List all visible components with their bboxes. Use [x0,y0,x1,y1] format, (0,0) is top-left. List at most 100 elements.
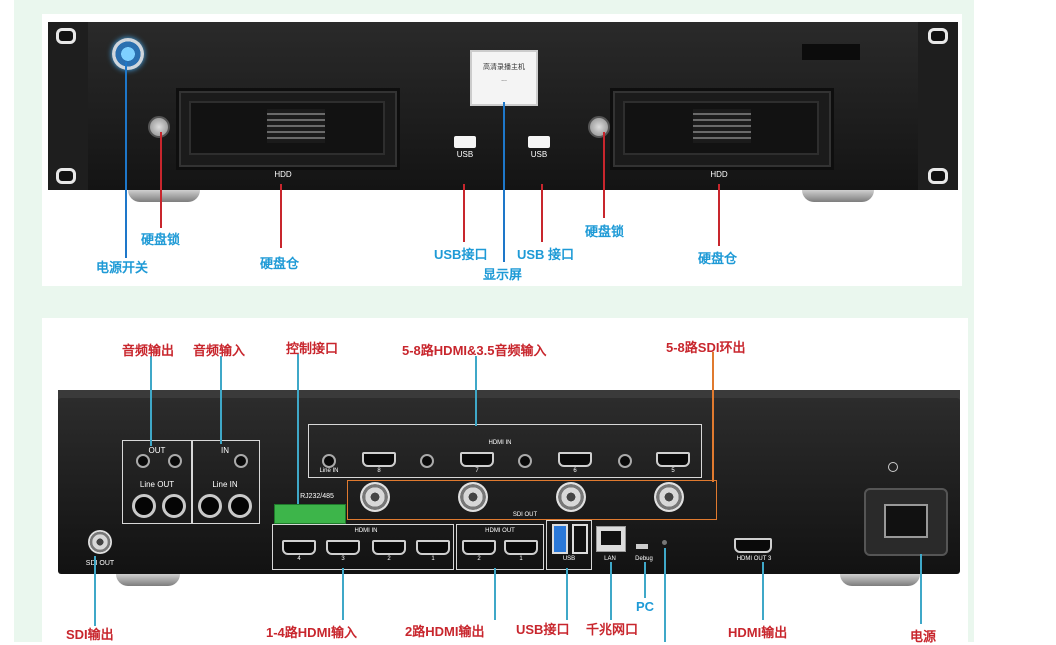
hdmi-num: 7 [475,468,479,474]
hdmi-port-icon[interactable] [460,452,494,467]
mount-hole [56,28,76,44]
usb-box [546,520,592,570]
line-in-jack-icon[interactable] [618,454,632,468]
disk-lock-left-icon[interactable] [148,116,170,138]
hdmi-port-icon[interactable] [362,452,396,467]
audio-in-box [192,440,260,524]
mount-hole [928,28,948,44]
out-label: OUT [148,446,166,455]
usb-label-right: USB [530,150,548,159]
usb2-port-icon[interactable] [572,524,588,554]
lan-port-icon[interactable] [596,526,626,552]
usb-port-right-icon[interactable] [528,136,550,148]
hdmi-port-icon[interactable] [462,540,496,555]
sdi-output-bnc-icon[interactable] [88,530,112,554]
hdmi-port-icon[interactable] [326,540,360,555]
line-out-jack-icon[interactable] [132,494,156,518]
rack-ear-right [918,22,958,190]
line-in-jack-icon[interactable] [198,494,222,518]
line-in-jack-icon[interactable] [228,494,252,518]
callout-line [297,354,299,504]
callout-line [664,548,666,642]
hdmi-port-icon[interactable] [504,540,538,555]
hdmi-num: 3 [341,556,345,562]
usb-rear-label: USB [562,556,576,562]
mount-hole [928,168,948,184]
front-slot [802,44,860,60]
label-gigabit-lan: 千兆网口 [586,622,639,637]
audio-jack-icon[interactable] [136,454,150,468]
callout-line [566,568,568,620]
rack-ear-left [48,22,88,190]
usb-port-left-icon[interactable] [454,136,476,148]
hdmi-in-bottom-label: HDMI IN [354,528,378,534]
line-in-jack-icon[interactable] [420,454,434,468]
hdd-label-left: HDD [274,170,292,179]
audio-jack-icon[interactable] [234,454,248,468]
hdmi-port-icon[interactable] [416,540,450,555]
hdmi-1-4-box [272,524,454,570]
label-control-port: 控制接口 [286,341,339,356]
label-disk-lock-left: 硬盘锁 [141,232,181,247]
hdmi-num: 4 [297,556,301,562]
hdd-bay-left[interactable] [176,88,400,170]
hdmi-port-icon[interactable] [656,452,690,467]
hdd-bay-right[interactable] [610,88,834,170]
callout-line [644,562,646,598]
vent-icon [267,109,325,143]
callout-line [94,556,96,626]
label-power-switch: 电源开关 [96,260,149,275]
ground-icon [888,462,898,472]
bnc-connector-icon[interactable] [556,482,586,512]
hdmi-num: 2 [387,556,391,562]
usb3-port-icon[interactable] [552,524,568,554]
disk-lock-right-icon[interactable] [588,116,610,138]
hdmi-out3-label: HDMI OUT 3 [736,556,772,562]
label-hdmi-2-out: 2路HDMI输出 [405,624,485,639]
label-usb-left: USB接口 [434,247,488,262]
callout-line [920,554,922,624]
label-display: 显示屏 [483,267,523,282]
line-in-jack-icon[interactable] [518,454,532,468]
sdi-out-left-label: SDI OUT [85,560,115,567]
bnc-connector-icon[interactable] [458,482,488,512]
control-terminal[interactable] [274,504,346,524]
power-button-icon[interactable] [112,38,144,70]
hdmi-5-8-box [308,424,702,478]
callout-line [503,102,505,262]
hdmi-port-icon[interactable] [372,540,406,555]
debug-port-icon[interactable] [636,544,648,549]
hdmi-num: 1 [519,556,523,562]
hdmi-port-icon[interactable] [734,538,772,553]
hdmi-port-icon[interactable] [282,540,316,555]
audio-out-box [122,440,192,524]
callout-line [762,562,764,620]
line-out-label: Line OUT [139,480,175,489]
label-hdmi-out: HDMI输出 [728,625,788,640]
audio-jack-icon[interactable] [168,454,182,468]
label-disk-lock-right: 硬盘锁 [585,224,625,239]
callout-line [150,356,152,446]
hdmi-in-top-label: HDMI IN [488,440,512,446]
callout-line [280,184,282,248]
line-out-jack-icon[interactable] [162,494,186,518]
line-in-jack-icon[interactable] [322,454,336,468]
vent-icon [693,109,751,143]
hdmi-num: 6 [573,468,577,474]
bnc-connector-icon[interactable] [654,482,684,512]
usb-label-left: USB [456,150,474,159]
reset-pinhole-icon[interactable] [662,540,667,545]
label-usb-rear: USB接口 [516,622,570,637]
callout-line [712,352,714,482]
in-label: IN [221,446,229,455]
sdi-loop-box [347,480,717,520]
label-pc: PC [636,599,655,614]
power-inlet-icon[interactable] [864,488,948,556]
bnc-connector-icon[interactable] [360,482,390,512]
hdmi-num: 5 [671,468,675,474]
hdmi-port-icon[interactable] [558,452,592,467]
callout-line [160,132,162,228]
label-disk-bay-right: 硬盘仓 [698,251,738,266]
callout-line [463,184,465,242]
callout-line [494,568,496,620]
